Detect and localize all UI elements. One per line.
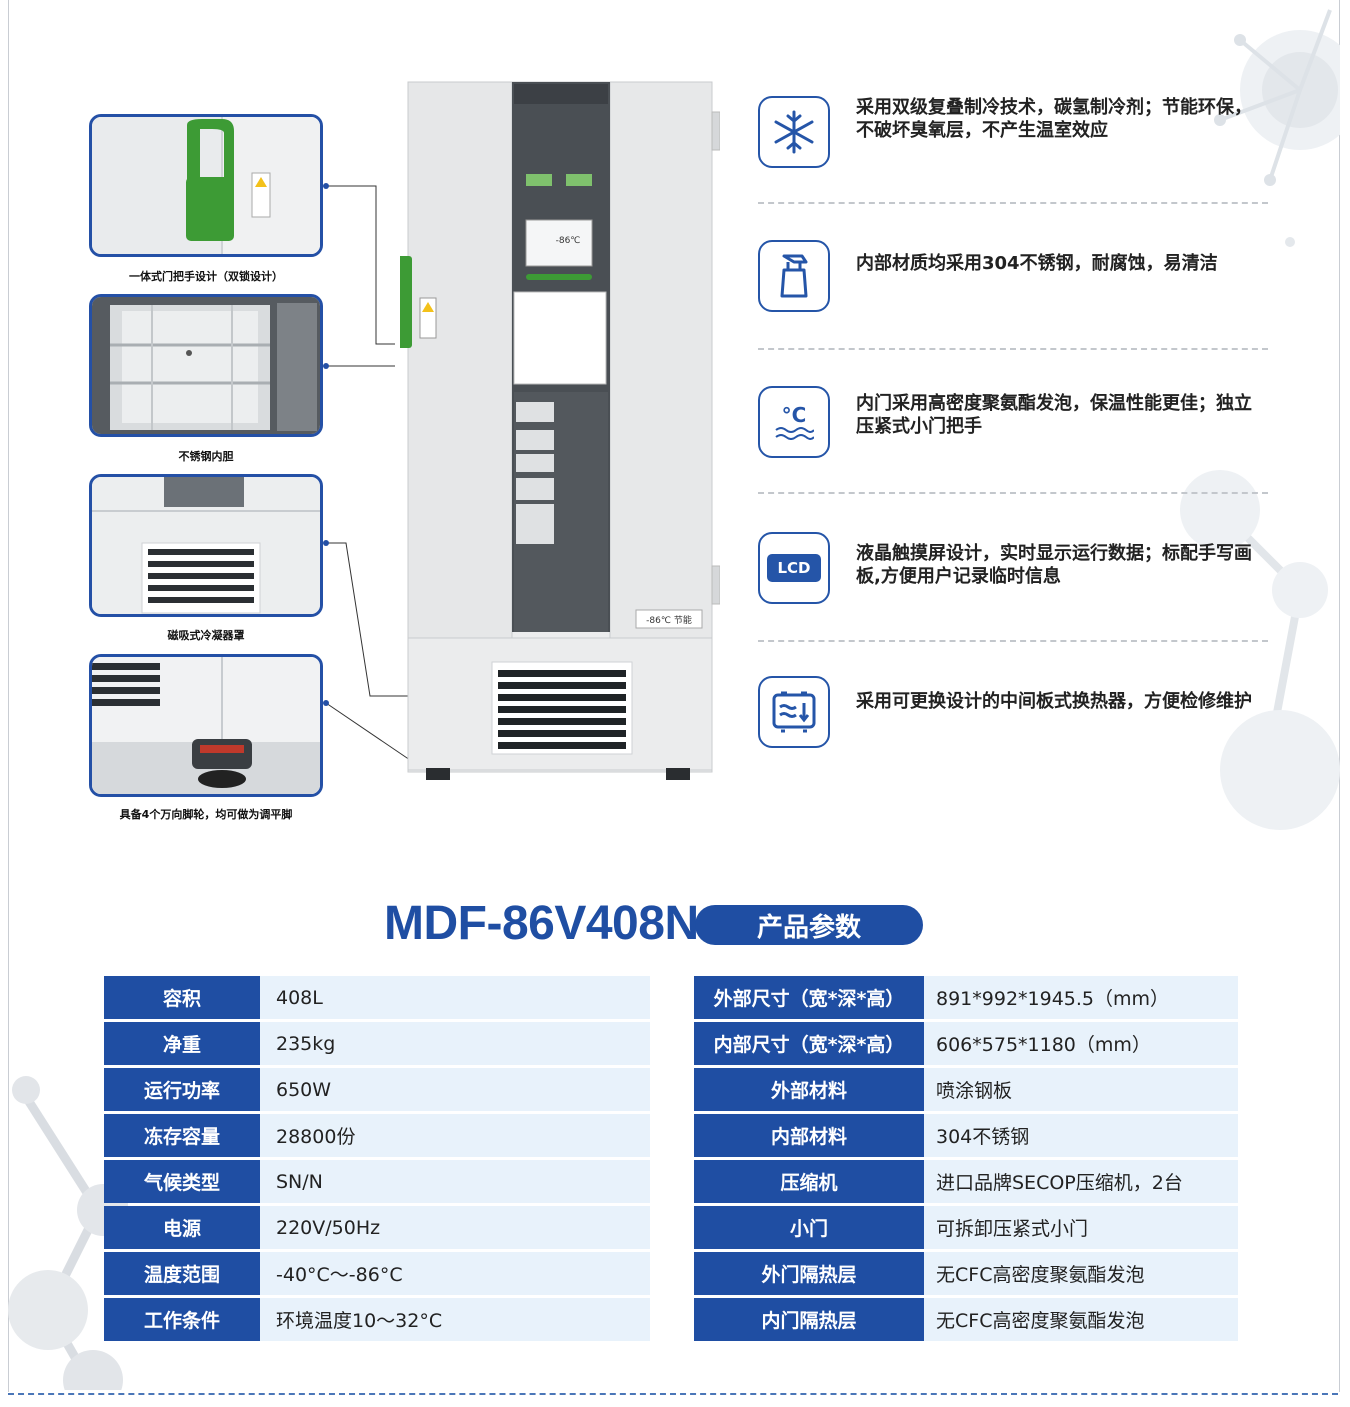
table-row: 小门可拆卸压紧式小门 (694, 1206, 1238, 1249)
feature-text: 液晶触摸屏设计，实时显示运行数据；标配手写画板,方便用户记录临时信息 (856, 543, 1252, 587)
freezer-display-text: -86℃ (556, 236, 581, 246)
divider (758, 348, 1268, 350)
spec-value: 408L (260, 976, 650, 1019)
thumbnail-caption: 一体式门把手设计（双锁设计） (129, 270, 283, 283)
spec-value: 无CFC高密度聚氨酯发泡 (924, 1252, 1238, 1295)
thumbnail-casters (89, 654, 323, 797)
thumbnail-door-handle (89, 114, 323, 257)
table-row: 外门隔热层无CFC高密度聚氨酯发泡 (694, 1252, 1238, 1295)
spec-key: 容积 (104, 976, 260, 1019)
freezer-label-text: -86℃ 节能 (646, 614, 692, 626)
table-row: 工作条件环境温度10～32°C (104, 1298, 650, 1341)
spec-key: 运行功率 (104, 1068, 260, 1111)
molecule-decoration-right (1180, 470, 1340, 830)
spec-key: 外部尺寸（宽*深*高） (694, 976, 924, 1019)
table-row: 外部材料喷涂钢板 (694, 1068, 1238, 1111)
spec-value: -40°C～-86°C (260, 1252, 650, 1295)
spec-key: 外部材料 (694, 1068, 924, 1111)
spec-value: 650W (260, 1068, 650, 1111)
thumbnail-stainless-liner (89, 294, 323, 437)
molecule-decoration-bottom-left (8, 1076, 128, 1390)
spec-key: 工作条件 (104, 1298, 260, 1341)
table-row: 外部尺寸（宽*深*高）891*992*1945.5（mm） (694, 976, 1238, 1019)
spec-value: 可拆卸压紧式小门 (924, 1206, 1238, 1249)
spray-bottle-icon (758, 240, 830, 312)
spec-value: 无CFC高密度聚氨酯发泡 (924, 1298, 1238, 1341)
spec-value: 235kg (260, 1022, 650, 1065)
divider (758, 202, 1268, 204)
spec-key: 温度范围 (104, 1252, 260, 1295)
heat-exchanger-icon (758, 676, 830, 748)
snowflake-icon (758, 96, 830, 168)
spec-value: 进口品牌SECOP压缩机，2台 (924, 1160, 1238, 1203)
page-frame (8, 0, 1340, 1392)
feature-text: 采用可更换设计的中间板式换热器，方便检修维护 (856, 691, 1252, 712)
spec-value: 环境温度10～32°C (260, 1298, 650, 1341)
spec-key: 小门 (694, 1206, 924, 1249)
spec-value: 喷涂钢板 (924, 1068, 1238, 1111)
spec-value: 606*575*1180（mm） (924, 1022, 1238, 1065)
freezer-illustration: -86℃ -86℃ 节能 (400, 81, 720, 780)
spec-value: 28800份 (260, 1114, 650, 1157)
spec-key: 内门隔热层 (694, 1298, 924, 1341)
table-row: 压缩机进口品牌SECOP压缩机，2台 (694, 1160, 1238, 1203)
spec-key: 内部材料 (694, 1114, 924, 1157)
spec-key: 外门隔热层 (694, 1252, 924, 1295)
table-row: 内门隔热层无CFC高密度聚氨酯发泡 (694, 1298, 1238, 1341)
spec-key: 冻存容量 (104, 1114, 260, 1157)
spec-key: 电源 (104, 1206, 260, 1249)
params-badge: 产品参数 (695, 905, 923, 945)
spec-key: 气候类型 (104, 1160, 260, 1203)
thumbnail-caption: 磁吸式冷凝器罩 (167, 629, 245, 642)
spec-value: 304不锈钢 (924, 1114, 1238, 1157)
divider (758, 640, 1268, 642)
thumbnail-caption: 不锈钢内胆 (178, 450, 234, 463)
bottom-divider (8, 1393, 1338, 1395)
feature-text: 内门采用高密度聚氨酯发泡，保温性能更佳；独立压紧式小门把手 (856, 393, 1252, 437)
feature-text: 采用双级复叠制冷技术，碳氢制冷剂；节能环保，不破坏臭氧层，不产生温室效应 (856, 97, 1252, 141)
thumbnail-condenser-cover (89, 474, 323, 617)
lcd-badge: LCD (767, 554, 821, 582)
divider (758, 492, 1268, 494)
spec-key: 内部尺寸（宽*深*高） (694, 1022, 924, 1065)
thumbnail-caption: 具备4个万向脚轮，均可做为调平脚 (119, 808, 293, 821)
icon-text: °C (781, 403, 807, 427)
temperature-insulation-icon: °C (758, 386, 830, 458)
feature-text: 内部材质均采用304不锈钢，耐腐蚀，易清洁 (856, 253, 1218, 274)
spec-value: 220V/50Hz (260, 1206, 650, 1249)
lcd-icon: LCD (758, 532, 830, 604)
molecule-decoration-top-right (1214, 9, 1340, 247)
spec-key: 压缩机 (694, 1160, 924, 1203)
spec-table-right: 外部尺寸（宽*深*高）891*992*1945.5（mm） 内部尺寸（宽*深*高… (694, 973, 1238, 1344)
spec-value: SN/N (260, 1160, 650, 1203)
table-row: 内部尺寸（宽*深*高）606*575*1180（mm） (694, 1022, 1238, 1065)
table-row: 温度范围-40°C～-86°C (104, 1252, 650, 1295)
spec-value: 891*992*1945.5（mm） (924, 976, 1238, 1019)
model-title: MDF-86V408N (384, 897, 699, 950)
spec-key: 净重 (104, 1022, 260, 1065)
